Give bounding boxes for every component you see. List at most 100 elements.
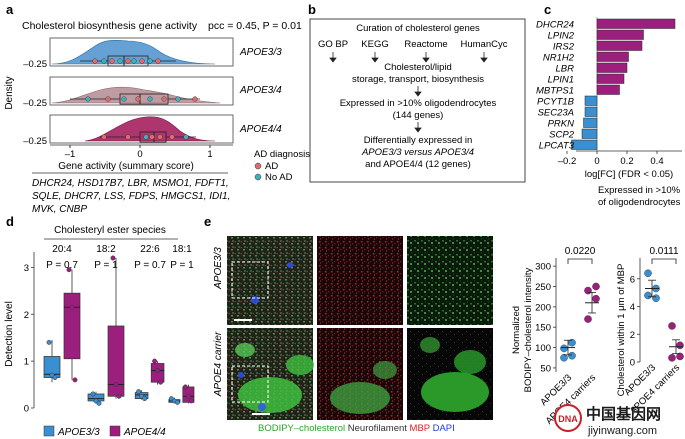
d-point [69, 304, 75, 310]
d-ytick-label: 1 [24, 357, 29, 368]
e-row-label-2: APOE4 carrier [213, 331, 224, 397]
e-ytick-label: 0 [630, 358, 635, 369]
watermark-cn: 中国基因网 [586, 405, 661, 423]
e2-ylabel: Cholesterol within 1 μm of MBP [616, 264, 627, 397]
source-kegg: KEGG [361, 39, 388, 50]
ridge-point [117, 58, 123, 64]
step3-line3: and APOE4/4 (12 genes) [365, 159, 471, 170]
step-arrow-2 [414, 122, 422, 133]
c-category-label: IRS2 [553, 42, 575, 53]
e-point [592, 282, 600, 291]
ridge-point [92, 58, 98, 64]
d-category-labels: 20:4P = 0.718:2P = 122:6P = 0.718:1P = 1 [46, 244, 194, 271]
e-row-label-1: APOE3/3 [213, 247, 224, 290]
ridge-point [109, 58, 115, 64]
c-bar-irs2 [596, 40, 643, 51]
step3-line1: Differentially expressed in [364, 135, 473, 146]
step-arrow-1 [414, 86, 422, 97]
e-ytick-label: 4 [630, 302, 635, 313]
ridge-point [157, 134, 163, 140]
ridge-point [155, 58, 161, 64]
d-point [52, 375, 58, 380]
d-ytick-label: 2 [24, 310, 29, 321]
e-point [644, 269, 652, 278]
ridge-point [85, 96, 91, 102]
curation-box [309, 18, 526, 183]
source-reactome: Reactome [404, 39, 447, 50]
step2-line2: (144 genes) [393, 110, 444, 121]
c-bar-chart: DHCR24LPIN2IRS2NR1H2LBRLPIN1MBTPS1PCYT1B… [536, 17, 676, 167]
d-title: Cholesteryl ester species [54, 225, 166, 236]
c-bar-sec23a [584, 106, 598, 117]
step1-line1: Cholesterol/lipid [384, 62, 452, 73]
d-point [188, 398, 194, 404]
micrograph-apoe33-merge [227, 236, 313, 325]
e-ytick-label: 300 [535, 262, 551, 273]
c-bar-mbtps1 [596, 84, 620, 95]
d-legend-swatch-apoe44 [109, 425, 121, 437]
zoom-box-apoe4 [231, 365, 269, 403]
e-ytick-label: 100 [535, 343, 551, 354]
c-tick-label: 0 [594, 156, 599, 167]
e-point [560, 353, 568, 362]
c-bar-lpcat3 [571, 139, 598, 150]
c-category-label: MBTPS1 [536, 86, 574, 97]
panel-a-stats: pcc = 0.45, P = 0.01 [208, 20, 302, 32]
e-ytick-label: 250 [535, 282, 551, 293]
d-legend-label-apoe33: APOE3/3 [57, 427, 100, 438]
c-bar-scp2 [581, 128, 598, 139]
d-legend-swatch-apoe33 [43, 425, 55, 437]
panel-letter-e: e [204, 214, 211, 229]
c-category-label: PRKN [548, 119, 575, 130]
watermark-url: jiyinwang.com [587, 425, 657, 437]
ytick-row2: –0.25 [23, 98, 47, 109]
ridge-point [125, 134, 131, 140]
c-bar-prkn [583, 117, 598, 128]
xtick-a-2: 1 [207, 149, 212, 160]
d-point [142, 396, 148, 402]
panel-a-xlabel: Gene activity (summary score) [58, 161, 194, 172]
panel-letter-c: c [544, 2, 551, 17]
legend-ad-dot [254, 162, 262, 170]
e1-ylabel-line2: BODIPY–cholesterol intensity [523, 267, 534, 392]
row-label-apoe34: APOE3/4 [239, 85, 282, 96]
d-ytick-label: 3 [24, 263, 29, 274]
row-label-apoe33: APOE3/3 [239, 47, 282, 58]
xtick-a-0: –1 [65, 149, 76, 160]
d-category-22-6: 22:6 [140, 244, 160, 255]
d-point [66, 267, 72, 273]
panel-letter-b: b [308, 2, 316, 17]
d-point [72, 377, 78, 383]
d-point [158, 379, 164, 385]
gene-list-line2: SQLE, DHCR7, LSS, FDPS, HMGCS1, IDI1, [32, 191, 230, 202]
e-sig-pvalue: 0.0111 [649, 246, 679, 257]
micrograph-grid [227, 236, 493, 420]
d-box-1-1 [107, 325, 125, 397]
ridge-density-apoe44 [84, 116, 216, 142]
d-ylabel: Detection level [4, 301, 15, 367]
legend-noad-label: No AD [265, 172, 293, 183]
ytick-row1: –0.25 [23, 59, 47, 70]
e-ytick-label: 6 [630, 274, 635, 285]
d-category-18-2: 18:2 [96, 244, 116, 255]
d-point [113, 382, 119, 388]
c-category-label: LPCAT3 [539, 141, 575, 152]
e-ytick-label: 50 [540, 363, 551, 374]
source-go: GO BP [318, 39, 348, 50]
gene-list-line1: DHCR24, HSD17B7, LBR, MSMO1, FDFT1, [32, 178, 229, 189]
panel-a: a Cholesterol biosynthesis gene activity… [4, 2, 310, 215]
panel-c: c DHCR24LPIN2IRS2NR1H2LBRLPIN1MBTPS1PCYT… [536, 2, 682, 208]
c-category-label: SEC23A [538, 108, 574, 119]
panel-letter-d: d [6, 214, 14, 229]
d-pvalue: P = 0.7 [134, 260, 166, 271]
c-tick-label: 0.4 [650, 156, 663, 167]
e-sig-bracket [651, 258, 677, 264]
e-point [668, 354, 676, 362]
c-bar-lpin2 [596, 29, 644, 40]
ridge-box [119, 93, 169, 105]
e-ytick-label: 200 [535, 302, 551, 313]
c-xlabel: log[FC] (FDR < 0.05) [585, 169, 673, 180]
ridge-point [125, 58, 131, 64]
